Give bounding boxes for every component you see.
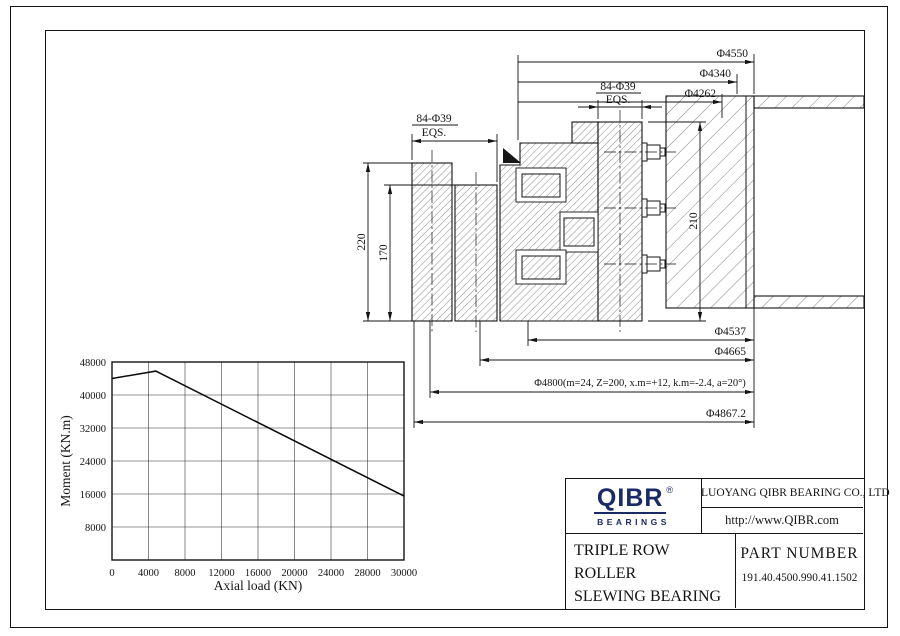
y-tick-label: 24000 [80,457,106,468]
product-title: TRIPLE ROW ROLLER SLEWING BEARING [566,533,736,608]
x-tick-label: 30000 [391,568,417,579]
part-number-value: 191.40.4500.990.41.1502 [741,572,858,584]
dim-d4537: Φ4537 [715,326,747,338]
x-tick-label: 0 [109,568,114,579]
plot-border [111,361,405,561]
x-tick-label: 8000 [175,568,196,579]
dim-h170: 170 [378,244,390,262]
sheet-inner-frame [45,30,865,610]
logo-cell: QIBR ® BEARINGS [566,479,702,533]
sheet-outer-border [10,6,888,628]
load-capacity-chart: Axial load (KN) Moment (KN.m) 0 4000 8000 1… [58,358,417,593]
dim-h210: 210 [688,212,700,230]
qibr-logo-text: QIBR [593,485,667,514]
y-tick-label: 32000 [80,424,106,435]
title-block: QIBR ® BEARINGS LUOYANG QIBR BEARING CO.… [565,478,890,610]
dim-bolt-right-count: 84-Φ39 [600,81,635,93]
company-name: LUOYANG QIBR BEARING CO., LTD [701,479,890,508]
part-number-label: PART NUMBER [740,545,859,562]
dim-d4550: Φ4550 [717,48,749,60]
dim-d4665: Φ4665 [715,346,747,358]
registered-trademark-icon: ® [666,484,674,495]
radial-roller-row [563,217,595,247]
logo-subtitle: BEARINGS [597,516,670,527]
dim-bolt-left-eqs: EQS. [422,127,447,139]
part-number-cell: PART NUMBER 191.40.4500.990.41.1502 [736,533,863,608]
lower-roller-row [521,255,561,280]
mounting-structure [665,95,865,309]
x-tick-label: 12000 [208,568,234,579]
y-axis-title: Moment (KN.m) [58,415,73,507]
x-tick-label: 20000 [281,568,307,579]
dim-bolt-left-count: 84-Φ39 [416,113,451,125]
x-tick-label: 28000 [354,568,380,579]
y-tick-label: 8000 [85,523,106,534]
x-axis-title: Axial load (KN) [214,578,302,593]
centerlines [431,110,676,332]
y-tick-label: 48000 [80,358,106,369]
dim-bolt-right-eqs: EQS. [606,94,631,106]
product-line-1: TRIPLE ROW [574,542,670,559]
company-website: http://www.QIBR.com [725,513,839,527]
product-line-3: SLEWING BEARING [574,588,722,605]
seal-wedge [503,148,521,163]
x-tick-label: 4000 [138,568,159,579]
dim-d4262: Φ4262 [685,88,717,100]
dimensions: Φ4550 Φ4340 Φ4262 84-Φ39 EQS. 84-Φ39 EQS… [356,48,755,428]
upper-roller-row [521,173,561,198]
dim-d4800-gear: Φ4800(m=24, Z=200, x.m=+12, k.m=-2.4, a=… [534,378,746,389]
x-tick-label: 24000 [318,568,344,579]
series-static-load-capacity-curve [111,370,405,497]
product-line-2: ROLLER [574,565,637,582]
y-tick-label: 16000 [80,490,106,501]
dim-d4867: Φ4867.2 [706,408,746,420]
dim-d4340: Φ4340 [700,68,732,80]
dim-h220: 220 [356,233,368,251]
y-tick-label: 40000 [80,391,106,402]
x-tick-label: 16000 [245,568,271,579]
company-cell: LUOYANG QIBR BEARING CO., LTD http://www… [701,479,890,533]
